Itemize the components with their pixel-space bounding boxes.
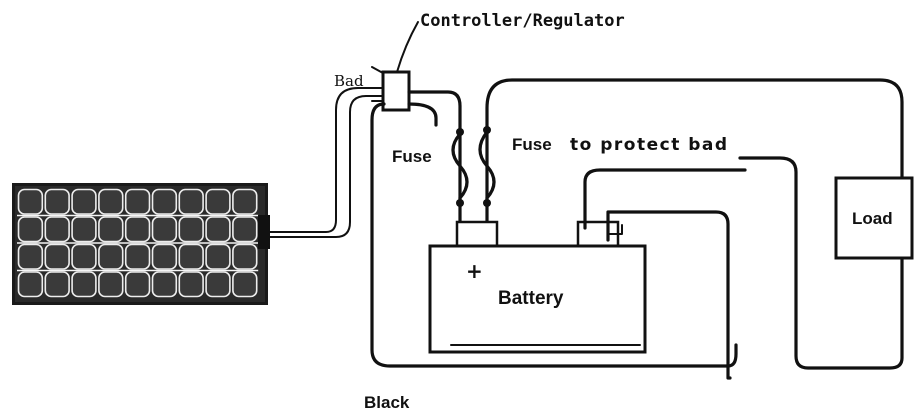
solar-cell (124, 243, 151, 270)
solar-cell (232, 216, 258, 243)
fuse-battery (451, 128, 469, 207)
solar-cell (151, 188, 178, 215)
black-label: Black (364, 393, 410, 412)
solar-cell (232, 243, 258, 270)
solar-cell (98, 243, 124, 270)
battery-negative-stub (607, 224, 623, 235)
solar-cell (178, 216, 204, 243)
solar-cell (232, 271, 258, 298)
solar-cell (98, 188, 124, 215)
solar-cell (178, 271, 204, 298)
controller-battery-wire (407, 90, 462, 230)
solar-cell (124, 216, 151, 243)
solar-cell (71, 271, 97, 298)
solar-cell (17, 188, 44, 215)
solar-cell (71, 216, 97, 243)
solar-cell (98, 216, 124, 243)
load-positive-wire (485, 78, 904, 370)
load-box (834, 176, 914, 260)
solar-cell (151, 271, 178, 298)
solar-cell (232, 188, 258, 215)
solar-cell (17, 216, 44, 243)
battery (428, 220, 647, 354)
solar-cell (205, 188, 231, 215)
solar-cell (178, 188, 204, 215)
fuse-load (478, 126, 496, 207)
battery-negative-wire-load (583, 168, 747, 230)
fuse-load-label-prefix: Fuse (512, 135, 552, 154)
solar-cell (71, 188, 97, 215)
fuse-load-label-suffix: to protect bad (570, 135, 729, 155)
battery-plus-label: + (466, 259, 483, 283)
solar-cell (205, 271, 231, 298)
solar-cell (17, 243, 44, 270)
solar-cell (151, 243, 178, 270)
solar-cell (205, 216, 231, 243)
solar-cell (151, 216, 178, 243)
solar-cell (44, 188, 70, 215)
solar-cell (44, 271, 70, 298)
controller-label: Controller/Regulator (420, 11, 625, 31)
battery-label: Battery (498, 288, 564, 309)
solar-cell (124, 271, 151, 298)
controller-inner-wire (407, 102, 438, 127)
solar-cell (44, 216, 70, 243)
solar-cell (205, 243, 231, 270)
fuse-label: Fuse (392, 147, 432, 166)
load-label: Load (852, 209, 893, 228)
solar-cell (44, 243, 70, 270)
black-wire (370, 102, 738, 368)
solar-cell (124, 188, 151, 215)
solar-cell (178, 243, 204, 270)
battery-negative-wire-black (606, 210, 732, 380)
solar-panel (12, 183, 270, 305)
solar-cell (71, 243, 97, 270)
bad-label: Bad (334, 72, 364, 90)
solar-cell (17, 271, 44, 298)
panel-leads (269, 87, 383, 238)
solar-cell (98, 271, 124, 298)
